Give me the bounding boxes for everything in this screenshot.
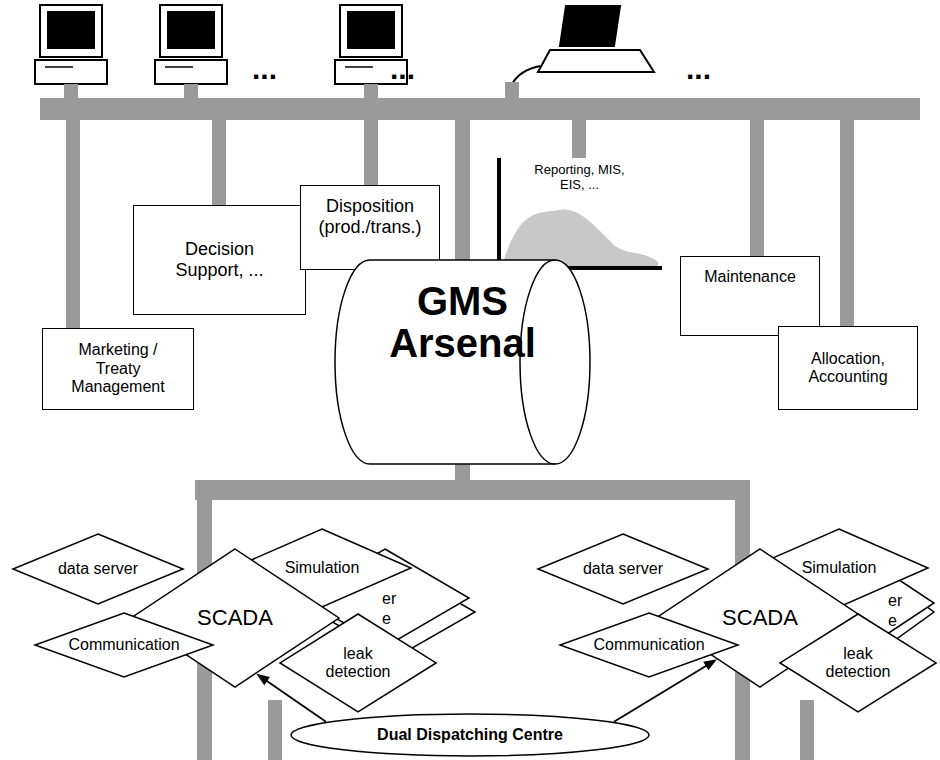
label-wrap: Marketing / Treaty Management: [43, 329, 193, 409]
label-wrap: leak detection: [279, 613, 437, 713]
component-label: SCADA: [195, 605, 275, 630]
box-label: Reporting, MIS, EIS, ...: [530, 163, 630, 193]
label-block: data server: [581, 560, 665, 578]
label-wrap: Reporting, MIS, EIS, ...: [497, 155, 662, 270]
label-block: Reporting, MIS, EIS, ...: [530, 163, 630, 193]
application-box: Allocation, Accounting: [778, 326, 918, 410]
label-wrap: Allocation, Accounting: [779, 327, 917, 409]
box-label: Marketing / Treaty Management: [61, 341, 176, 396]
diamond-outline: [560, 613, 738, 677]
component-label: er: [382, 590, 396, 608]
label-block: leak detection: [813, 645, 903, 682]
label-wrap: GMS Arsenal: [335, 258, 590, 466]
box-label: Decision Support, ...: [157, 239, 282, 280]
label-block: Simulation: [283, 559, 362, 577]
ellipsis-label: ...: [686, 52, 711, 86]
cylinder-outline: [335, 260, 590, 464]
component-diamond: leak detection: [279, 613, 437, 713]
component-diamond: data server: [12, 533, 184, 605]
label-wrap: data server: [12, 533, 184, 605]
label-block: Communication: [66, 636, 181, 654]
ellipsis-label: ...: [390, 52, 415, 86]
application-box: Maintenance: [680, 256, 820, 336]
application-box: Disposition (prod./trans.): [300, 185, 440, 270]
label-wrap: Dual Dispatching Centre: [290, 713, 650, 757]
component-label: e: [382, 610, 391, 628]
ellipsis-label: ...: [252, 52, 277, 86]
component-label: leak detection: [813, 645, 903, 682]
box-label: GMS Arsenal: [375, 280, 550, 364]
component-label: Simulation: [800, 559, 879, 577]
label-block: Allocation, Accounting: [792, 350, 904, 387]
component-label: Simulation: [283, 559, 362, 577]
diamond-outline: [13, 534, 183, 604]
desktop-computer: [155, 5, 227, 98]
component-label: er: [888, 592, 902, 610]
label-block: Disposition (prod./trans.): [309, 196, 431, 237]
component-label: Dual Dispatching Centre: [375, 726, 565, 744]
component-diamond: leak detection: [779, 613, 937, 713]
label-wrap: Communication: [34, 612, 214, 678]
label-wrap: data server: [537, 533, 709, 605]
label-block: leak detection: [313, 645, 403, 682]
network-bus: [40, 98, 920, 120]
component-diamond: Communication: [559, 612, 739, 678]
diamond-outline: [35, 613, 213, 677]
box-label: Maintenance: [702, 268, 798, 286]
application-box: Decision Support, ...: [133, 205, 306, 315]
label-wrap: Disposition (prod./trans.): [301, 186, 439, 269]
database-cylinder: GMS Arsenal: [335, 258, 590, 466]
component-diamond: Communication: [34, 612, 214, 678]
component-label: Communication: [591, 636, 706, 654]
diamond-outline: [780, 614, 936, 712]
laptop-computer: [505, 6, 654, 98]
component-label: leak detection: [313, 645, 403, 682]
component-label: data server: [56, 560, 140, 578]
component-label: Communication: [66, 636, 181, 654]
label-block: GMS Arsenal: [375, 280, 550, 364]
arrowhead: [256, 674, 270, 685]
label-block: SCADA: [720, 605, 800, 630]
dispatch-oval: Dual Dispatching Centre: [290, 713, 650, 757]
label-wrap: Communication: [559, 612, 739, 678]
label-wrap: leak detection: [779, 613, 937, 713]
diamond-outline: [538, 534, 708, 604]
label-wrap: Decision Support, ...: [134, 206, 305, 314]
label-block: SCADA: [195, 605, 275, 630]
label-block: Simulation: [800, 559, 879, 577]
label-block: Communication: [591, 636, 706, 654]
label-block: Marketing / Treaty Management: [61, 341, 176, 396]
label-block: data server: [56, 560, 140, 578]
report-chart-area: Reporting, MIS, EIS, ...: [497, 155, 662, 270]
report-chart: [499, 158, 662, 268]
box-label: Disposition (prod./trans.): [309, 196, 431, 237]
diamond-outline: [280, 614, 436, 712]
desktop-computer: [35, 5, 107, 98]
label-block: Decision Support, ...: [157, 239, 282, 280]
component-label: e: [888, 612, 897, 630]
network-graph-icon: [133, 205, 306, 315]
component-label: SCADA: [720, 605, 800, 630]
component-diamond: data server: [537, 533, 709, 605]
component-label: data server: [581, 560, 665, 578]
label-wrap: Maintenance: [681, 257, 819, 335]
label-block: Dual Dispatching Centre: [375, 726, 565, 744]
box-label: Allocation, Accounting: [792, 350, 904, 387]
oval-outline: [291, 714, 649, 756]
label-block: Maintenance: [702, 268, 798, 286]
application-box: Marketing / Treaty Management: [42, 328, 194, 410]
arrowhead: [703, 659, 717, 670]
